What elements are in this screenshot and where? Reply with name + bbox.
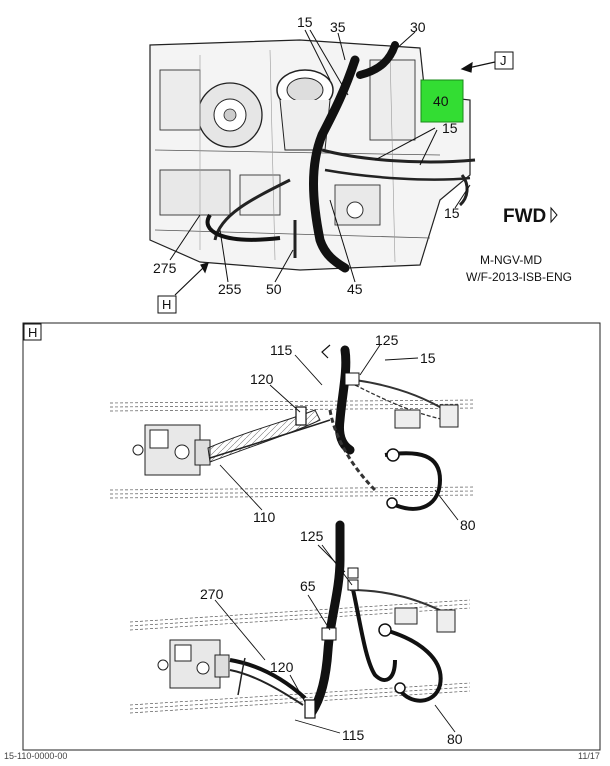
svg-text:H: H xyxy=(28,325,37,340)
fwd-indicator: FWD xyxy=(503,206,558,227)
callout-50: 50 xyxy=(266,281,282,297)
model-note: M-NGV-MD W/F-2013-ISB-ENG xyxy=(466,253,572,284)
svg-text:H: H xyxy=(162,297,171,312)
detail-upper xyxy=(109,344,476,521)
callout-255: 255 xyxy=(218,281,242,297)
callout-120: 120 xyxy=(270,659,294,675)
callout-115: 115 xyxy=(342,727,365,743)
engine-view xyxy=(149,29,496,296)
detail-frame xyxy=(22,322,601,751)
top-callouts: 15 35 30 40 15 15 275 255 50 45 xyxy=(153,14,460,297)
highlighted-component xyxy=(420,79,464,123)
callout-270: 270 xyxy=(200,586,224,602)
svg-text:M-NGV-MD: M-NGV-MD xyxy=(480,253,542,267)
detail-lower-callouts: 125 65 270 120 115 80 xyxy=(200,528,463,747)
callout-15: 15 xyxy=(420,350,436,366)
view-label-j: J xyxy=(494,51,514,70)
callout-125: 125 xyxy=(375,332,399,348)
fwd-label: FWD xyxy=(503,206,546,227)
callout-125: 125 xyxy=(300,528,324,544)
leader-lines xyxy=(169,29,471,283)
svg-text:J: J xyxy=(500,53,507,68)
callout-45: 45 xyxy=(347,281,363,297)
callout-65: 65 xyxy=(300,578,316,594)
view-arrows xyxy=(174,61,496,296)
harness-trunk xyxy=(309,55,360,273)
callout-15-bottom: 15 xyxy=(444,205,460,221)
callout-120: 120 xyxy=(250,371,274,387)
callout-15: 15 xyxy=(297,14,313,30)
callout-15-right: 15 xyxy=(442,120,458,136)
callout-35: 35 xyxy=(330,19,346,35)
callout-115: 115 xyxy=(270,342,293,358)
callout-40: 40 xyxy=(433,93,449,109)
footer-left-code: 15-110-0000-00 xyxy=(4,751,67,761)
svg-text:W/F-2013-ISB-ENG: W/F-2013-ISB-ENG xyxy=(466,270,572,284)
detail-frame-label: H xyxy=(23,323,42,341)
view-label-h: H xyxy=(157,295,177,314)
detail-upper-callouts: 115 125 15 120 110 80 xyxy=(250,332,476,533)
callout-30: 30 xyxy=(410,19,426,35)
callout-80: 80 xyxy=(460,517,476,533)
fwd-arrow-icon xyxy=(550,206,558,224)
detail-lower xyxy=(129,520,471,734)
callout-275: 275 xyxy=(153,260,177,276)
callout-110: 110 xyxy=(253,509,276,525)
callout-80: 80 xyxy=(447,731,463,747)
footer-right-code: 11/17 xyxy=(578,751,600,761)
